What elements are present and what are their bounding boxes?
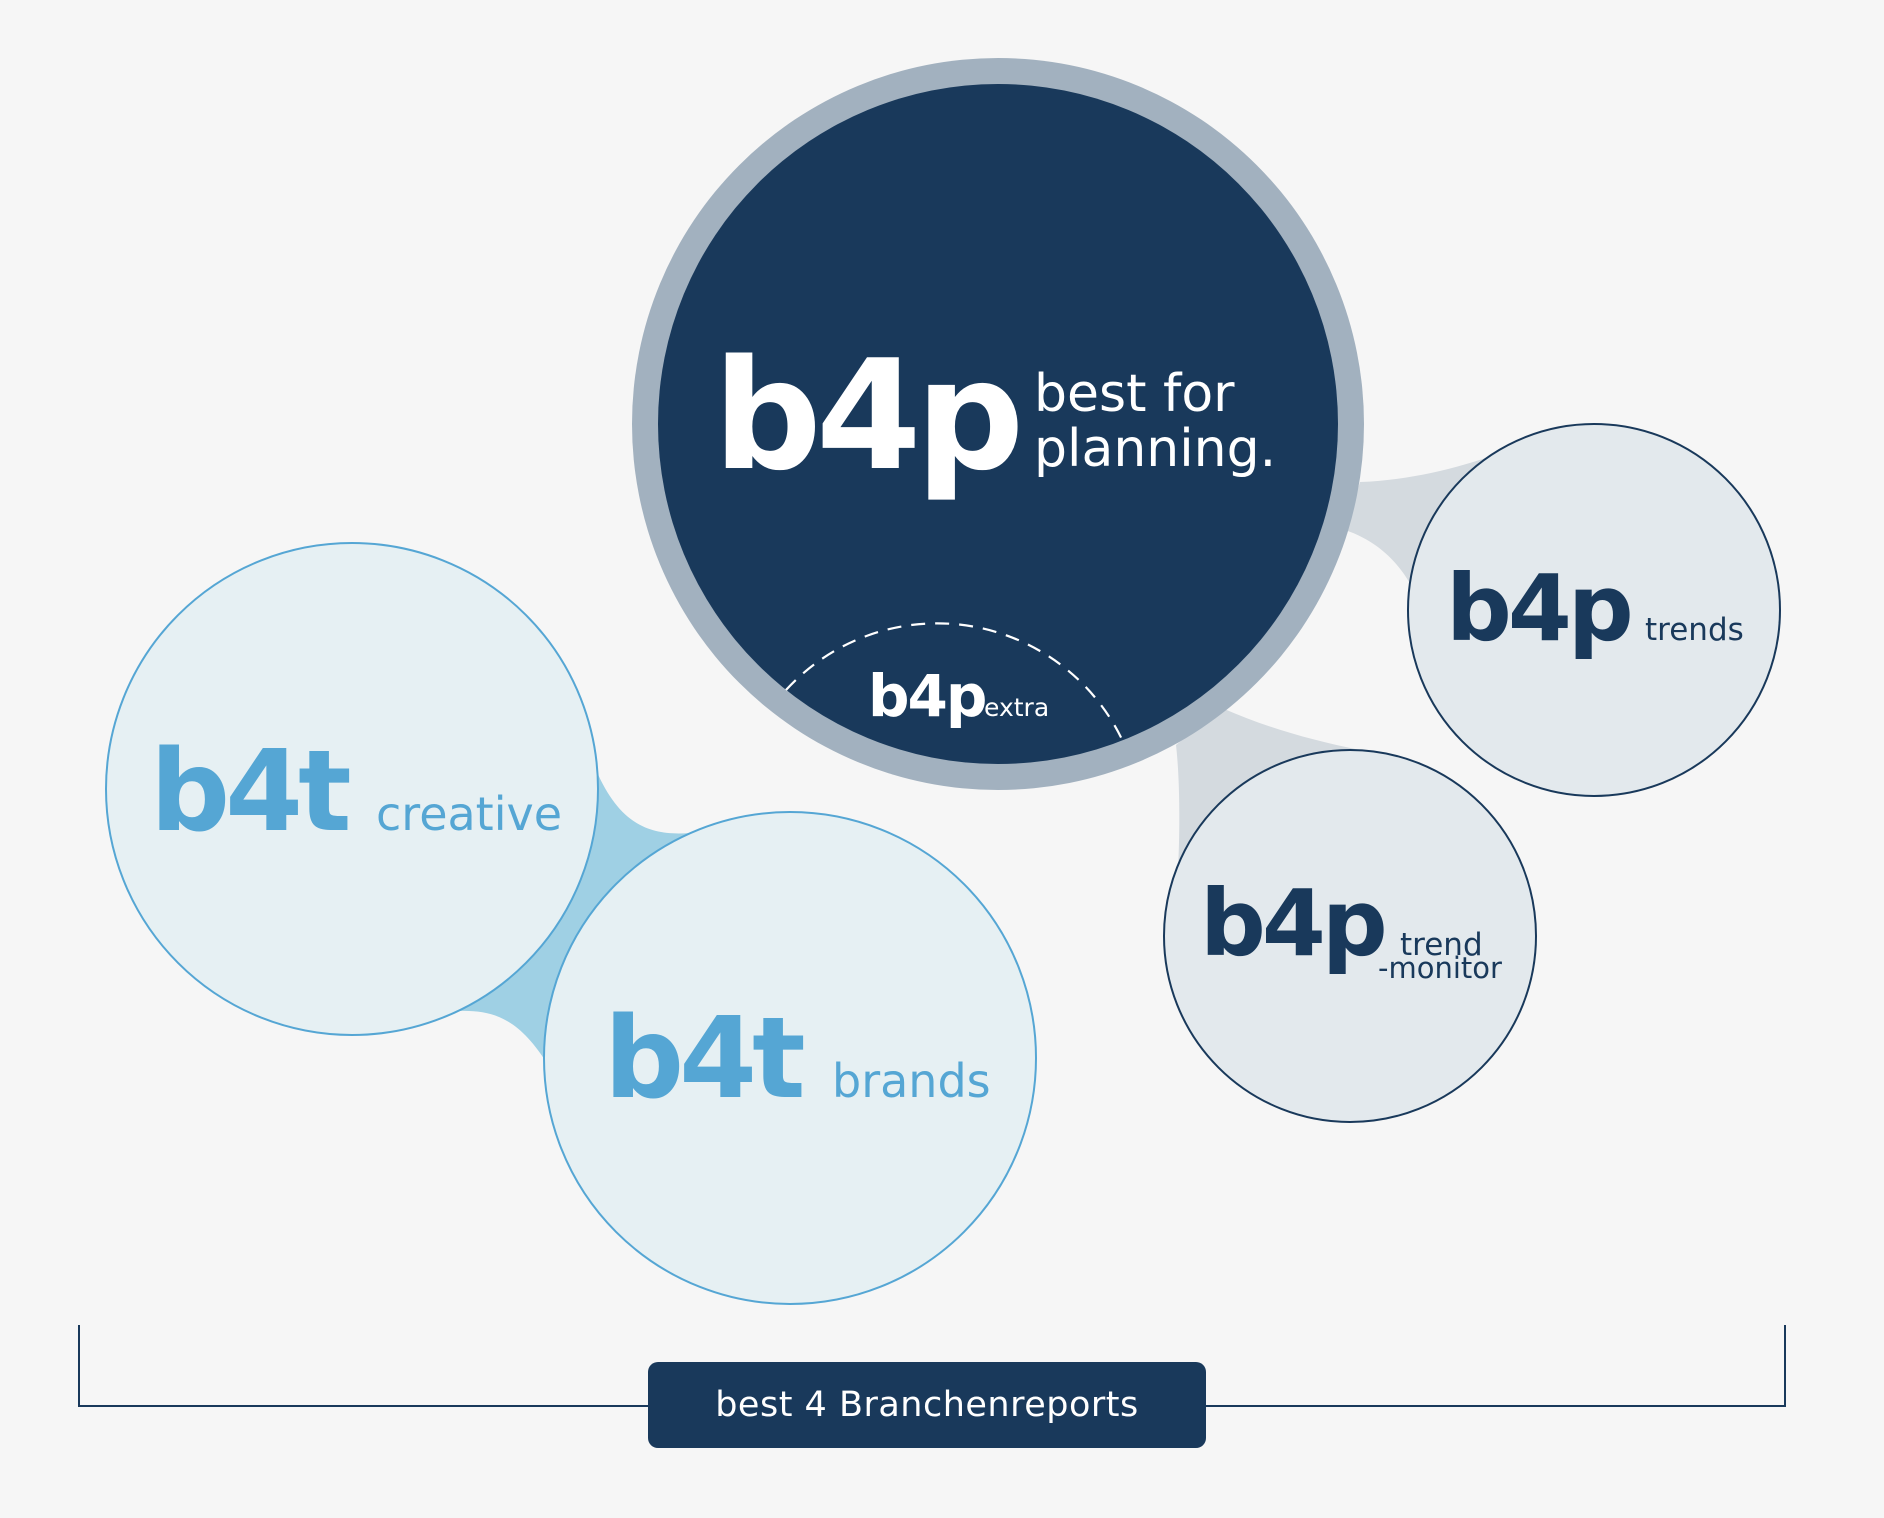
b4t-brands-node: b4t brands xyxy=(543,811,1037,1305)
b4p-main-logo: b4p xyxy=(713,327,1018,504)
b4p-trends-label: trends xyxy=(1645,612,1744,648)
b4p-trendmonitor-label-line-2: -monitor xyxy=(1378,951,1502,985)
b4t-creative-label: creative xyxy=(376,787,562,841)
b4p-extra-label: extra xyxy=(984,693,1049,722)
b4p-extra-dashed-arc xyxy=(785,622,1127,747)
brands-circle xyxy=(543,811,1037,1305)
b4t-creative-logo: b4t xyxy=(150,727,349,857)
connector-creative-brands xyxy=(460,770,690,1065)
b4t-brands-logo: b4t xyxy=(604,994,803,1124)
creative-circle xyxy=(105,542,599,1036)
b4t-brands-label: brands xyxy=(832,1054,991,1108)
b4p-trendmonitor-logo: b4p xyxy=(1200,870,1384,977)
main-tagline-line-1: best for xyxy=(1034,364,1235,424)
main-tagline-line-2: planning. xyxy=(1034,419,1276,479)
b4p-main-node: b4p best for planning. b4p extra xyxy=(632,58,1364,790)
branchenreports-label: best 4 Branchenreports xyxy=(648,1362,1206,1448)
b4p-extra-logo: b4p xyxy=(868,662,985,730)
trends-circle xyxy=(1407,423,1781,797)
b4p-trends-node: b4p trends xyxy=(1407,423,1781,797)
trendmonitor-circle xyxy=(1163,749,1537,1123)
b4p-trendmonitor-label-line-1: trend xyxy=(1400,927,1483,963)
b4p-trendmonitor-node: b4p trend -monitor xyxy=(1163,749,1537,1123)
b4p-trends-logo: b4p xyxy=(1446,555,1630,662)
main-inner-circle xyxy=(658,84,1338,764)
b4t-creative-node: b4t creative xyxy=(105,542,599,1036)
